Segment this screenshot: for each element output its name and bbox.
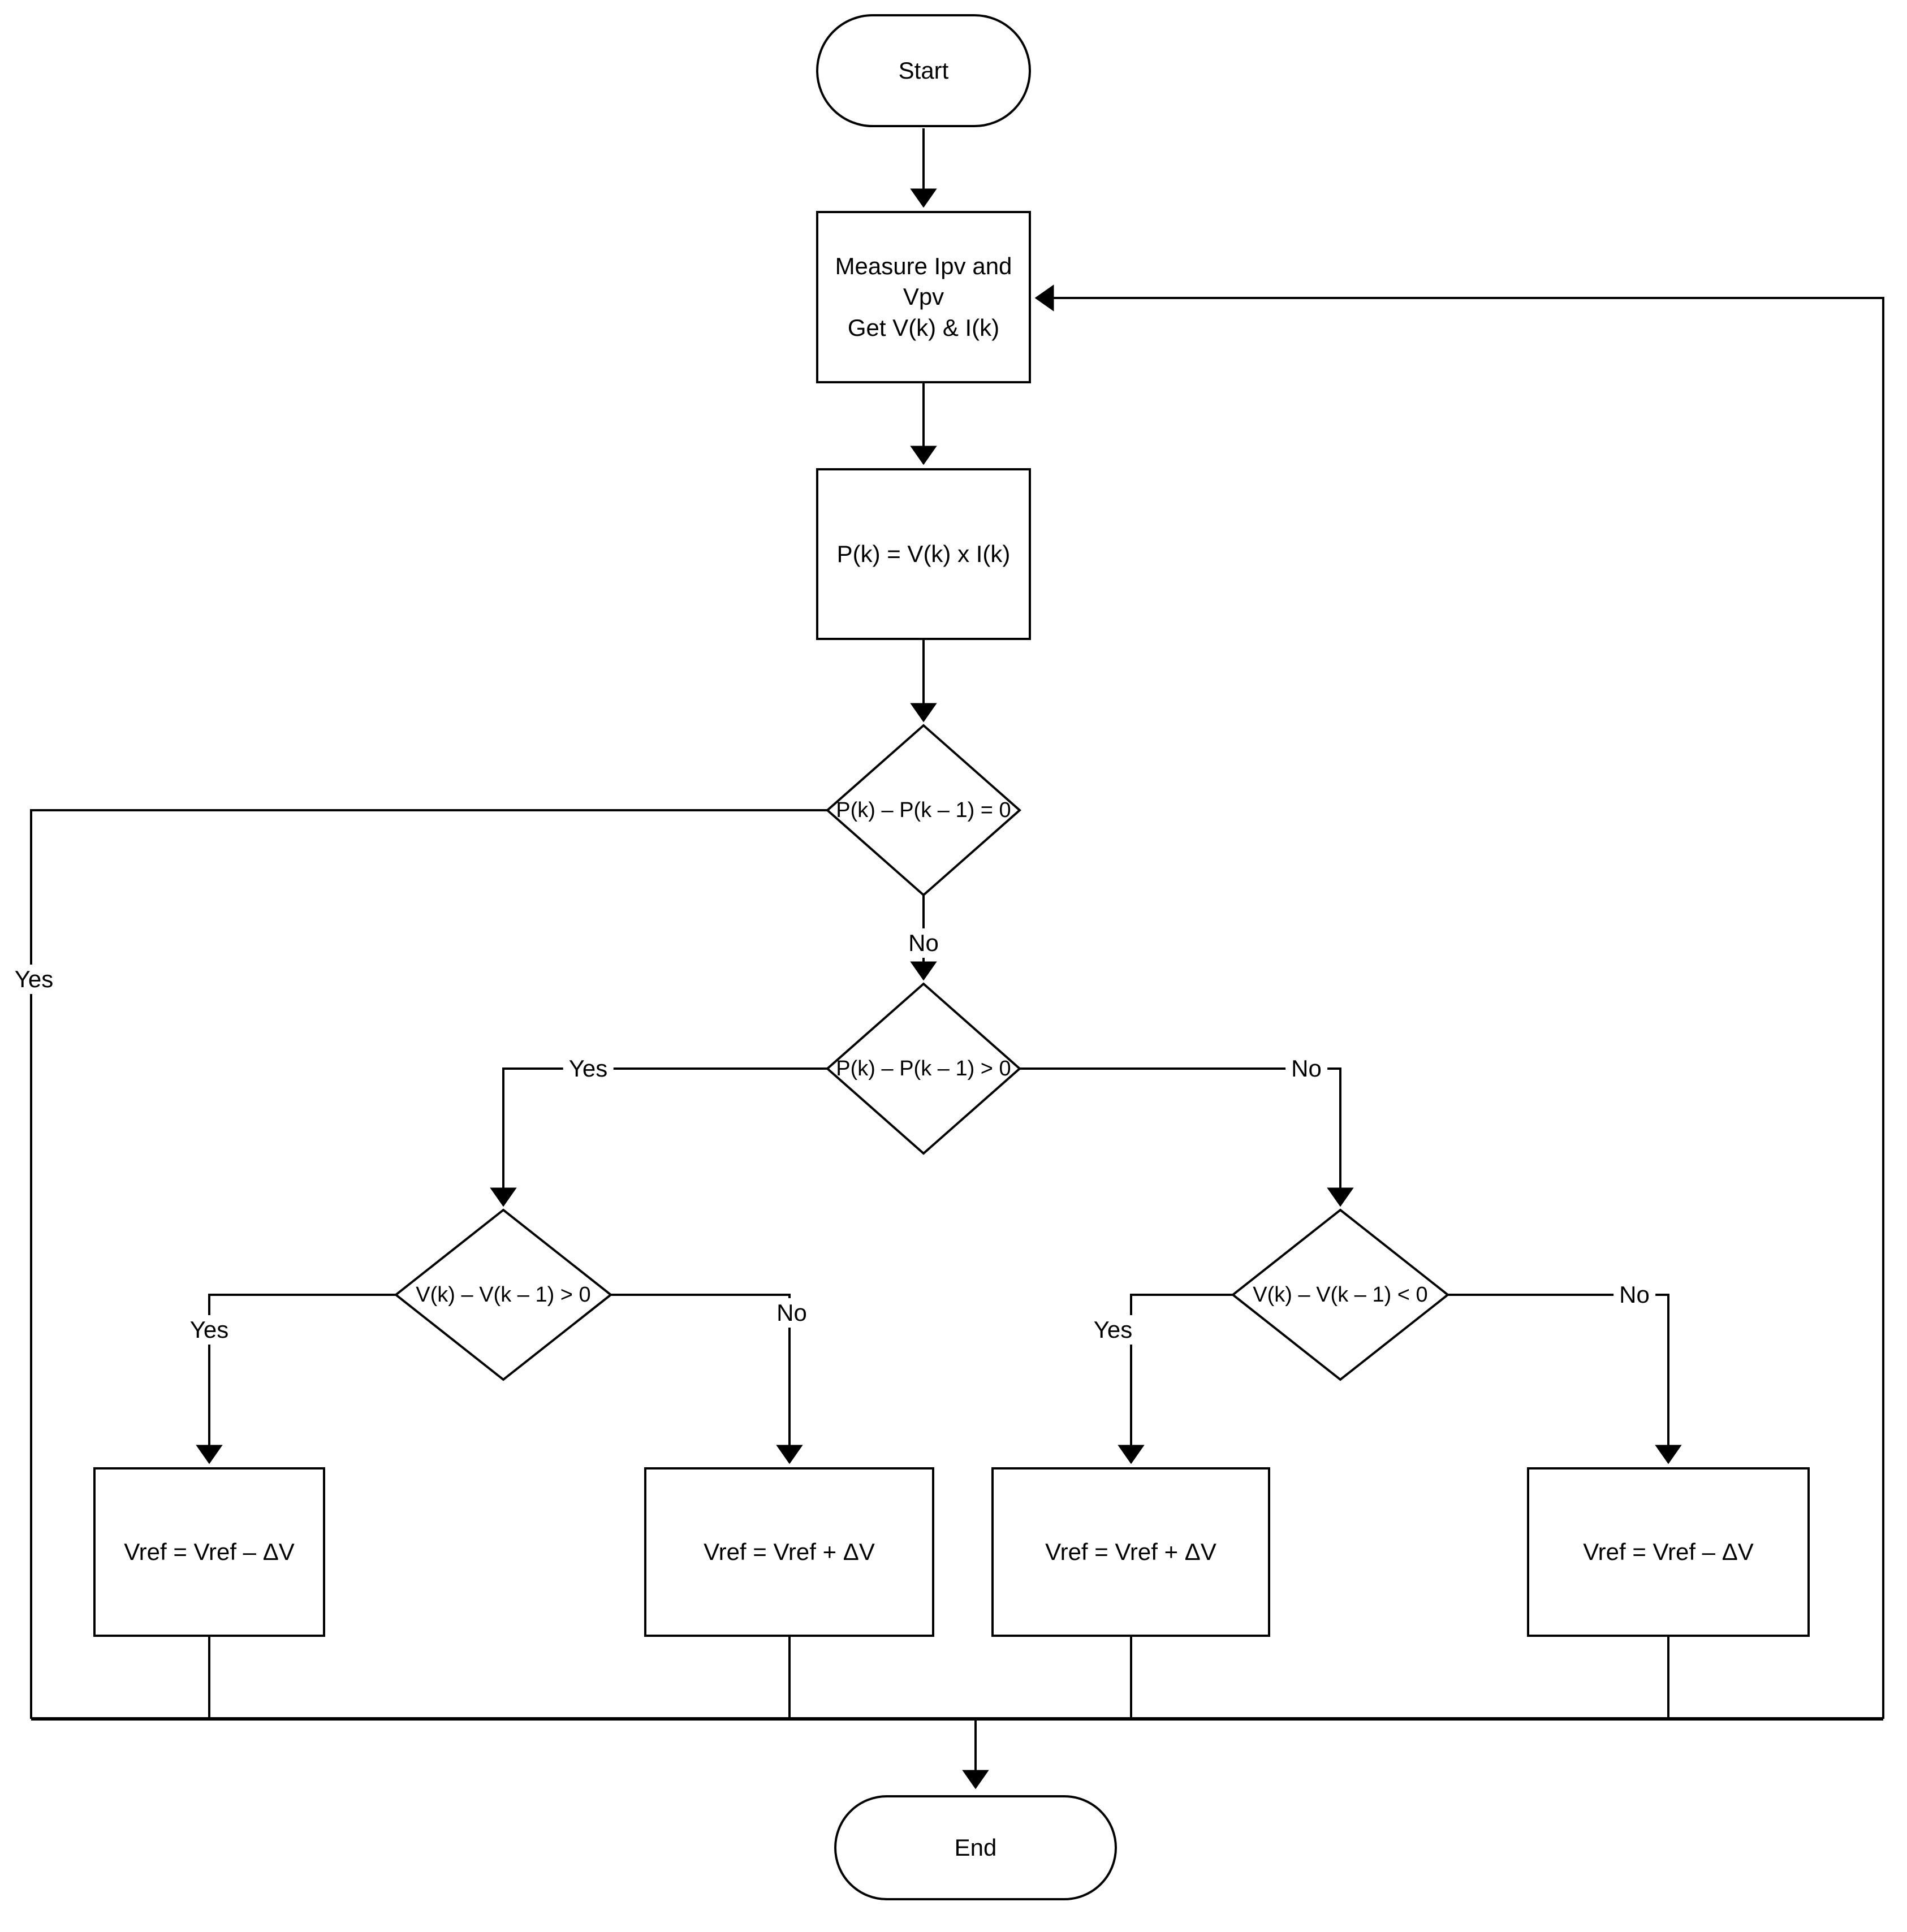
- edge-d3-no-to-b2: [611, 1294, 803, 1464]
- vref-plus-right-label: Vref = Vref + ΔV: [1045, 1538, 1216, 1565]
- d1-yes-edge-label: Yes: [8, 965, 59, 994]
- vref-minus-left-process: Vref = Vref – ΔV: [93, 1467, 325, 1637]
- d1-no-edge-label: No: [903, 928, 944, 958]
- decision-diamond-power-greater: [825, 982, 1022, 1155]
- measure-line-1: Measure Ipv and: [835, 252, 1012, 279]
- edge-d2-no-to-d4: [1020, 1067, 1354, 1207]
- vref-minus-right-label: Vref = Vref – ΔV: [1583, 1538, 1754, 1565]
- measure-line-3: Get V(k) & I(k): [847, 314, 1000, 341]
- d3-no-edge-label: No: [771, 1298, 813, 1328]
- edge-d2-yes-to-d3: [490, 1067, 827, 1207]
- end-terminator: End: [834, 1795, 1117, 1900]
- edge-d3-yes-to-b1: [196, 1294, 396, 1464]
- d2-no-edge-label: No: [1285, 1054, 1327, 1083]
- compute-power-process: P(k) = V(k) x I(k): [816, 468, 1031, 640]
- vref-plus-left-process: Vref = Vref + ΔV: [644, 1467, 934, 1637]
- edge-loop-to-measure: [1034, 284, 1884, 1719]
- compute-power-label: P(k) = V(k) x I(k): [836, 540, 1011, 567]
- measure-line-2: Vpv: [903, 283, 944, 310]
- start-terminator: Start: [816, 14, 1031, 127]
- d4-no-edge-label: No: [1613, 1280, 1655, 1309]
- decision-diamond-power-equal: [825, 724, 1022, 897]
- vref-minus-right-process: Vref = Vref – ΔV: [1527, 1467, 1810, 1637]
- decision-diamond-voltage-greater: [394, 1208, 613, 1381]
- d3-yes-edge-label: Yes: [184, 1315, 235, 1345]
- measure-process: Measure Ipv and Vpv Get V(k) & I(k): [816, 211, 1031, 383]
- edge-d4-yes-to-b3: [1118, 1294, 1233, 1464]
- edge-d4-no-to-b4: [1448, 1294, 1682, 1464]
- vref-plus-right-process: Vref = Vref + ΔV: [991, 1467, 1270, 1637]
- vref-minus-left-label: Vref = Vref – ΔV: [124, 1538, 295, 1565]
- vref-plus-left-label: Vref = Vref + ΔV: [704, 1538, 875, 1565]
- edge-d1-yes-feedback: [30, 809, 827, 1719]
- end-label: End: [954, 1834, 997, 1861]
- decision-diamond-voltage-less: [1231, 1208, 1450, 1381]
- d2-yes-edge-label: Yes: [563, 1054, 614, 1083]
- d4-yes-edge-label: Yes: [1088, 1315, 1138, 1345]
- start-label: Start: [898, 57, 949, 84]
